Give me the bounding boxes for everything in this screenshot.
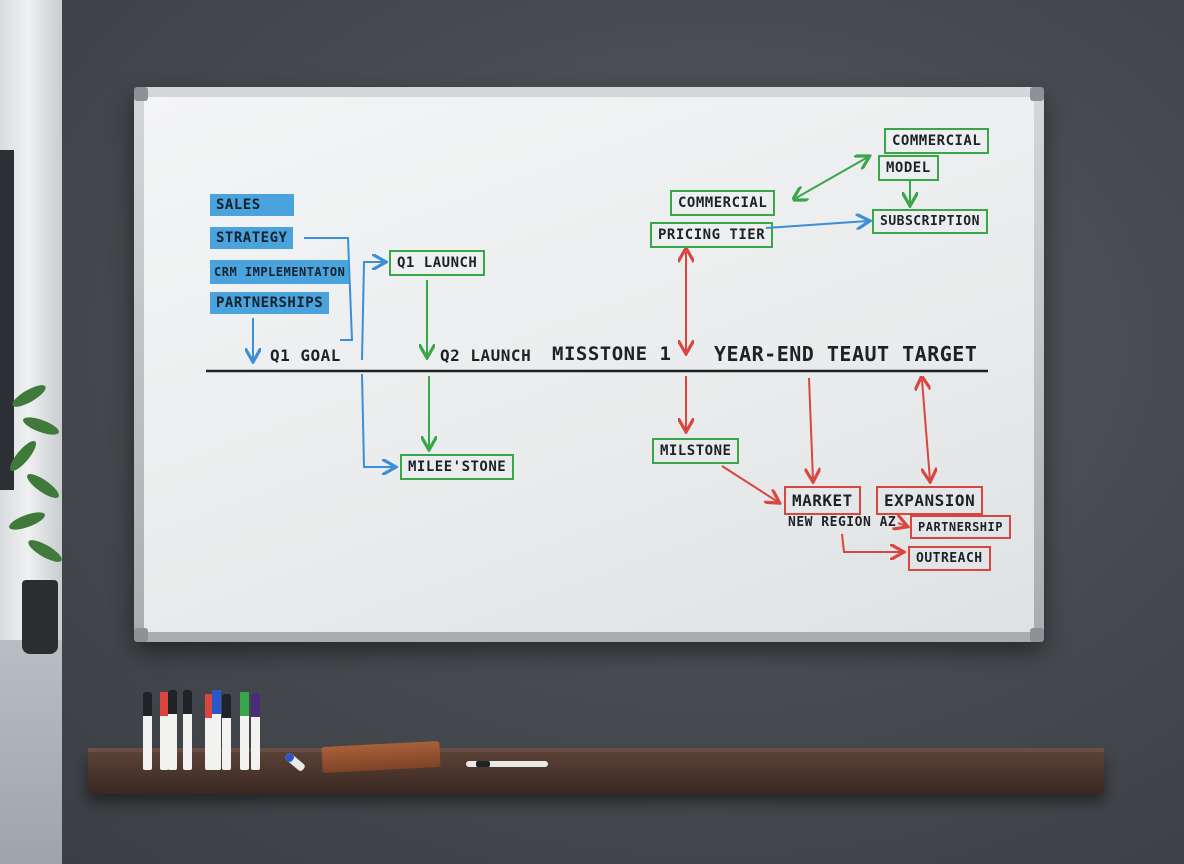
box-outreach: OUTREACH	[908, 546, 991, 571]
timeline-year-end-target: YEAR-END TEAUT TARGET	[714, 342, 977, 366]
marker	[222, 694, 231, 770]
tag-partnerships: PARTNERSHIPS	[210, 292, 329, 314]
window-frame	[0, 150, 14, 490]
marker	[240, 692, 249, 770]
frame-corner	[1030, 87, 1044, 101]
box-commercial-top: COMMERCIAL	[884, 128, 989, 154]
marker	[251, 693, 260, 770]
marker-cap	[251, 693, 260, 717]
timeline-q2-launch: Q2 LAUNCH	[440, 346, 531, 365]
timeline-misstone: MISSTONE 1	[552, 343, 671, 365]
box-mileestone: MILEE'STONE	[400, 454, 514, 480]
timeline-q1-goal: Q1 GOAL	[270, 346, 341, 365]
marker	[183, 690, 192, 770]
tag-strategy: STRATEGY	[210, 227, 293, 249]
marker	[212, 690, 221, 770]
note-new-region: NEW REGION AZ	[788, 515, 896, 530]
box-pricing-tier: PRICING TIER	[650, 222, 773, 248]
frame-corner	[134, 87, 148, 101]
box-commercial: COMMERCIAL	[670, 190, 775, 216]
pen	[466, 761, 548, 767]
box-subscription: SUBSCRIPTION	[872, 209, 988, 234]
plant-pot	[22, 580, 58, 654]
box-q1-launch: Q1 LAUNCH	[389, 250, 485, 276]
floor	[0, 640, 62, 864]
box-expansion: EXPANSION	[876, 486, 983, 515]
marker-cap	[183, 690, 192, 714]
frame-corner	[134, 628, 148, 642]
marker-cap	[143, 692, 152, 716]
marker-cap	[222, 694, 231, 718]
marker	[143, 692, 152, 770]
tag-crm-implementation: CRM IMPLEMENTATON	[210, 260, 349, 284]
marker-cap	[212, 690, 221, 714]
box-model: MODEL	[878, 155, 939, 181]
marker	[168, 690, 177, 770]
tag-sales: SALES	[210, 194, 294, 216]
box-market: MARKET	[784, 486, 861, 515]
box-partnership: PARTNERSHIP	[910, 515, 1011, 539]
box-milstone: MILSTONE	[652, 438, 739, 464]
frame-corner	[1030, 628, 1044, 642]
marker-cap	[168, 690, 177, 714]
marker-cap	[240, 692, 249, 716]
